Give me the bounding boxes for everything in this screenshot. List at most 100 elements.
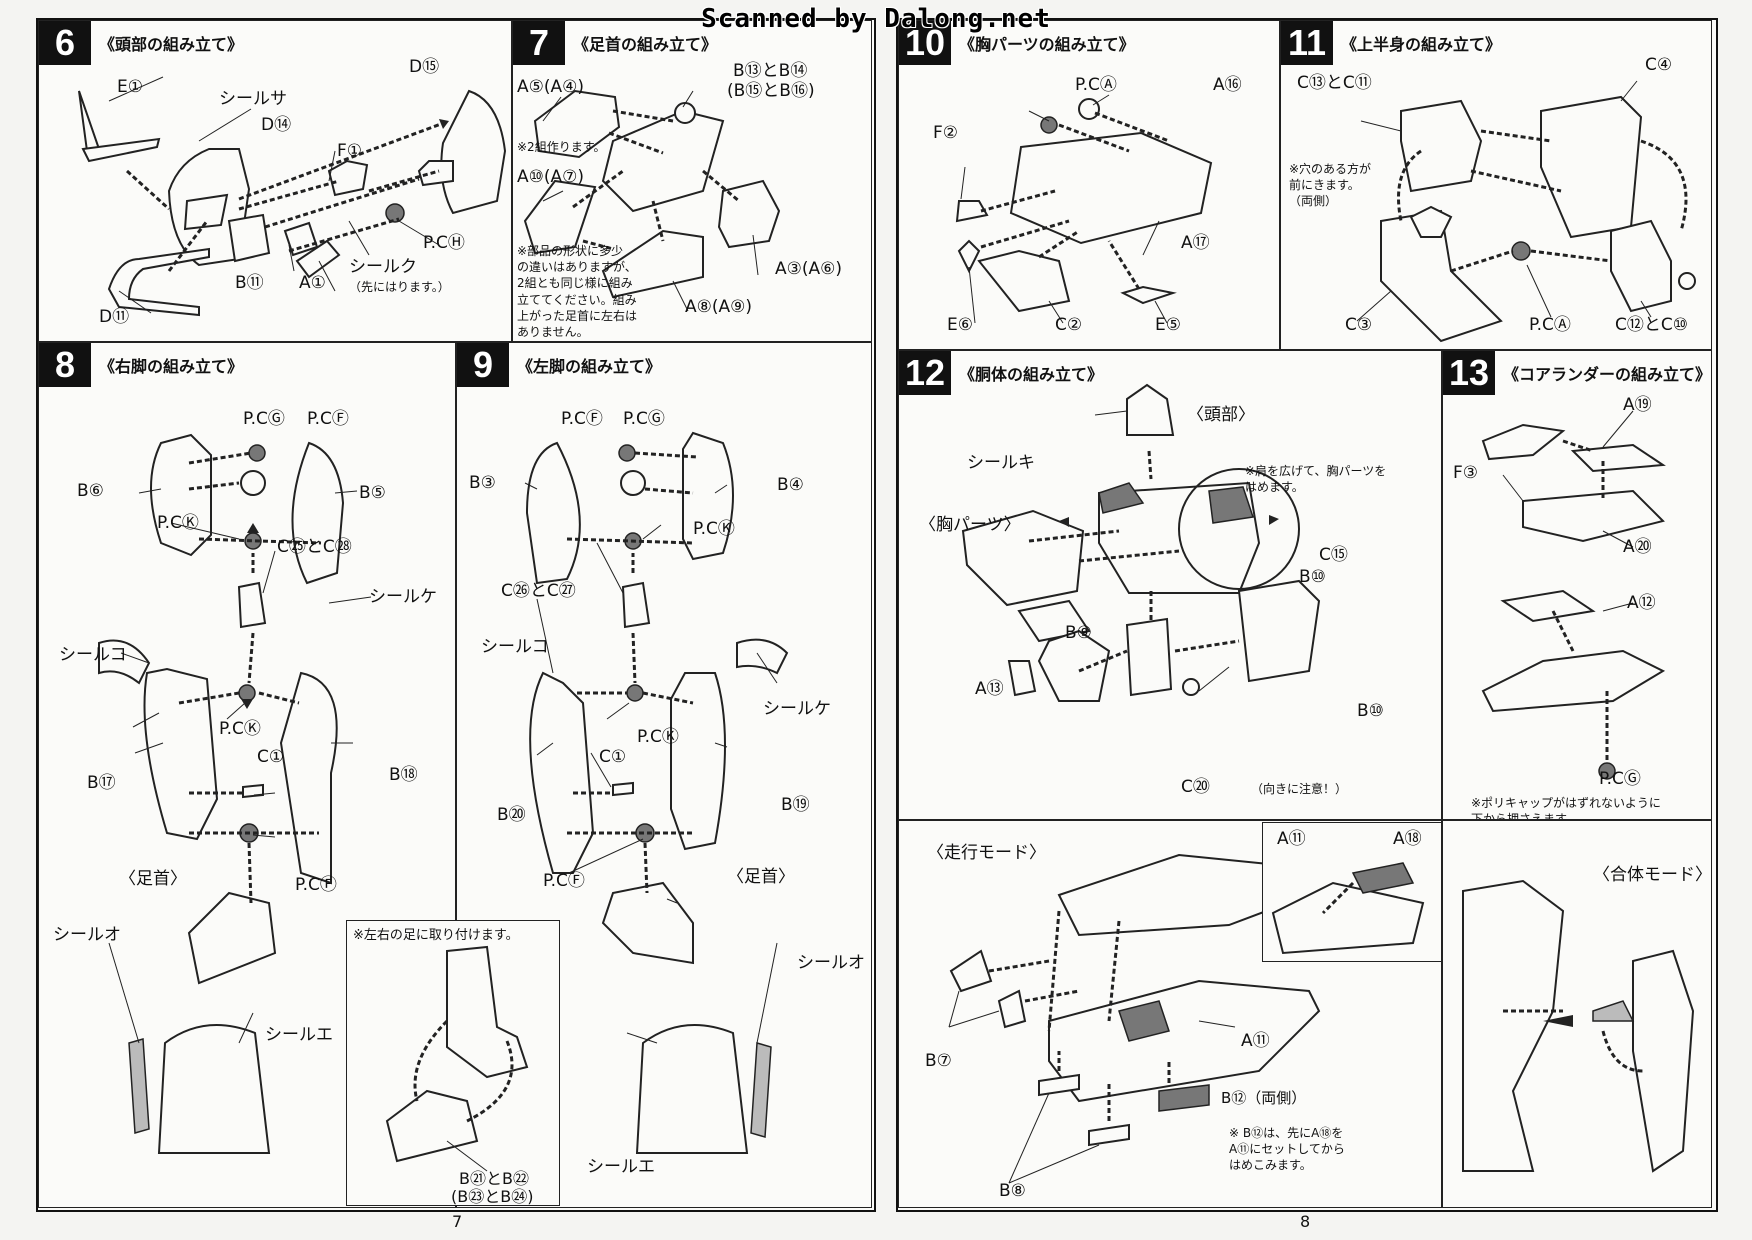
label-a1: A①: [299, 273, 326, 293]
label-c15: C⑮: [1319, 545, 1348, 565]
step-number: 7: [513, 21, 565, 65]
step-12-panel: 12 《胴体の組み立て》 〈頭部〉: [898, 350, 1442, 820]
step-number: 12: [899, 351, 951, 395]
step-number: 13: [1443, 351, 1495, 395]
combine-mode-panel: 〈合体モード〉: [1442, 820, 1712, 1208]
label-b19: B⑲: [781, 795, 810, 815]
label-e5: E⑤: [1155, 315, 1181, 335]
run-mode-panel: 〈走行モード〉 B⑦ A⑪ B⑫（両側） ※ B⑫は、先にA⑱を A⑪にセットし…: [898, 820, 1442, 1208]
core-lander-diagram: [1481, 410, 1666, 780]
label-seal-ke: シールケ: [763, 699, 831, 719]
step-6-header: 6 《頭部の組み立て》: [39, 21, 243, 65]
label-pck-2: P.CⓀ: [637, 727, 679, 747]
step-title: 《左脚の組み立て》: [517, 357, 662, 376]
label-seal-ko: シールコ: [481, 637, 549, 657]
label-c20: C⑳: [1181, 777, 1210, 797]
step-title: 《足首の組み立て》: [573, 35, 718, 54]
step-12-header: 12 《胴体の組み立て》: [899, 351, 1103, 395]
note-cap: ※ポリキャップがはずれないように 下から押さえます。: [1471, 796, 1661, 820]
label-pck: P.CⓀ: [693, 519, 735, 539]
label-e1: E①: [117, 77, 143, 97]
label-a10-a7: A⑩(A⑦): [517, 167, 585, 187]
foot-attach-inset: ※左右の足に取り付けます。 B㉑とB㉒ (B㉓とB㉔): [346, 920, 560, 1206]
label-b3: B③: [469, 473, 496, 493]
label-f1: F①: [337, 141, 363, 161]
step-13-panel: 13 《コアランダーの組み立て》 A⑲ F③ A⑳ A⑫ P.CⒼ ※ポリキャッ…: [1442, 350, 1712, 820]
label-a20: A⑳: [1623, 537, 1652, 557]
label-b7: B⑦: [925, 1051, 952, 1071]
label-head: 〈頭部〉: [1187, 405, 1255, 425]
label-c2: C②: [1055, 315, 1083, 335]
label-pck: P.CⓀ: [157, 513, 199, 533]
label-pcf-2: P.CⒻ: [295, 875, 337, 895]
label-e6: E⑥: [947, 315, 973, 335]
label-a13: A⑬: [975, 679, 1004, 699]
label-b15-b16: (B⑮とB⑯): [727, 81, 815, 101]
label-pcg: P.CⒼ: [243, 409, 285, 429]
label-seal-o: シールオ: [797, 953, 865, 973]
label-c3: C③: [1345, 315, 1373, 335]
label-seal-o: シールオ: [53, 925, 121, 945]
label-b11: B⑪: [235, 273, 264, 293]
label-b9: B⑨: [1065, 623, 1092, 643]
label-b20: B⑳: [497, 805, 526, 825]
step-11-panel: 11 《上半身の組み立て》 C⑬とC⑪ C④ ※穴のある方が 前にきます。 （両…: [1280, 20, 1712, 350]
label-pca: P.CⒶ: [1529, 315, 1571, 335]
label-b23-b24: (B㉓とB㉔): [451, 1187, 534, 1206]
step-11-header: 11 《上半身の組み立て》: [1281, 21, 1501, 65]
head-assembly-diagram: [78, 76, 507, 317]
label-pcg: P.CⒼ: [623, 409, 665, 429]
label-pcg: P.CⒼ: [1599, 769, 1641, 789]
step-10-panel: 10 《胸パーツの組み立て》 P.CⒶ A⑯ F②: [898, 20, 1280, 350]
note-2-sets: ※2組作ります。: [517, 140, 606, 154]
step-title: 《胸パーツの組み立て》: [959, 35, 1135, 54]
run-mode-diagram: [948, 853, 1321, 1184]
run-mode-inset: A⑪ A⑱: [1262, 822, 1442, 962]
step-number: 11: [1281, 21, 1333, 65]
torso-assembly-diagram: [961, 383, 1321, 702]
label-c26-c27: C㉖とC㉗: [501, 581, 576, 601]
label-c25-c28: C㉕とC㉘: [277, 537, 352, 557]
step-9-header: 9 《左脚の組み立て》: [457, 343, 661, 387]
label-b17: B⑰: [87, 773, 116, 793]
step-7-header: 7 《足首の組み立て》: [513, 21, 717, 65]
label-a11a: A⑪: [1277, 829, 1306, 849]
step-9-panel: 9 《左脚の組み立て》: [456, 342, 872, 1208]
step-10-header: 10 《胸パーツの組み立て》: [899, 21, 1135, 65]
label-b4: B④: [777, 475, 804, 495]
step-title: 《右脚の組み立て》: [99, 357, 244, 376]
label-a11b: A⑪: [1241, 1031, 1270, 1051]
left-page-number: 7: [452, 1212, 463, 1231]
label-b10b: B⑩: [1357, 701, 1384, 721]
note-shoulder: ※肩を広げて、胸パーツを はめます。: [1245, 464, 1387, 495]
step-7-panel: 7 《足首の組み立て》 B⑬とB⑭ (B⑮とB⑯) A⑤(A④) ※2組作ります…: [512, 20, 872, 342]
label-chest: 〈胸パーツ〉: [919, 515, 1021, 535]
label-c13-c11: C⑬とC⑪: [1297, 73, 1372, 93]
note-hole: ※穴のある方が 前にきます。 （両側）: [1289, 162, 1372, 209]
label-pcf: P.CⒻ: [561, 409, 603, 429]
label-pcf: P.CⒻ: [307, 409, 349, 429]
label-a8-a9: A⑧(A⑨): [685, 297, 753, 317]
step-number: 6: [39, 21, 91, 65]
step-number: 10: [899, 21, 951, 65]
label-b21-b22: B㉑とB㉒: [459, 1169, 529, 1188]
label-a16: A⑯: [1213, 75, 1242, 95]
note-seal-ku: （先にはります。）: [349, 280, 450, 294]
label-b18: B⑱: [389, 765, 418, 785]
upper-body-diagram: [1356, 80, 1696, 343]
label-c12-c10: C⑫とC⑩: [1615, 315, 1688, 335]
label-ankle: 〈足首〉: [119, 869, 187, 889]
label-b12: B⑫（両側）: [1221, 1089, 1307, 1107]
label-b6: B⑥: [77, 481, 104, 501]
note-shape: ※部品の形状に多少 の違いはありますが、 2組とも同じ様に組み 立ててください。…: [517, 244, 638, 339]
label-a18: A⑱: [1393, 829, 1422, 849]
label-a12: A⑫: [1627, 593, 1656, 613]
label-seal-e: シールエ: [587, 1157, 655, 1177]
combine-mode-diagram: [1462, 879, 1695, 1173]
label-seal-ku: シールク: [349, 257, 417, 277]
note-caution: （向きに注意！）: [1251, 782, 1348, 796]
right-page-number: 8: [1300, 1212, 1311, 1231]
label-pcf-2: P.CⒻ: [543, 871, 585, 891]
label-f3: F③: [1453, 463, 1479, 483]
